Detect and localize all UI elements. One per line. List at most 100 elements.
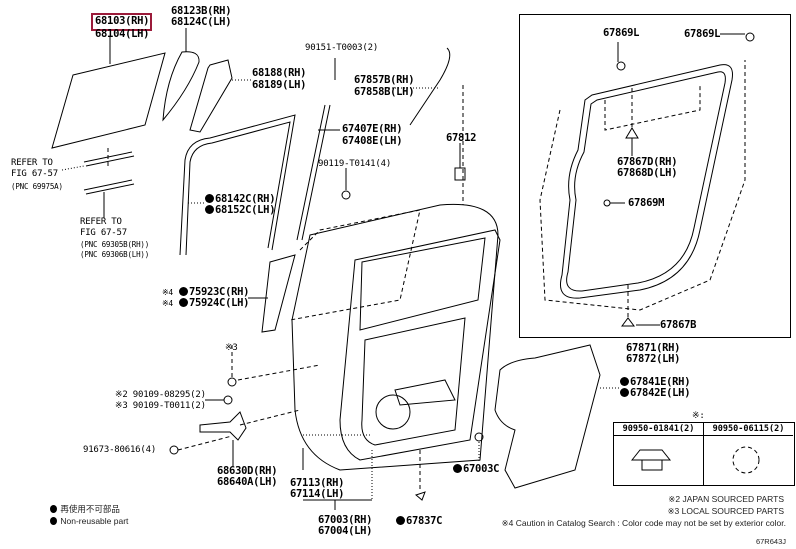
non-reusable-icon <box>620 388 629 397</box>
part-label-68124[interactable]: 68124C(LH) <box>171 16 232 28</box>
refer-to-pnc: (PNC 69306B(LH)) <box>80 250 150 259</box>
part-label-75924[interactable]: ※4 75924C(LH) <box>162 297 250 309</box>
part-label-68152[interactable]: 68152C(LH) <box>205 205 276 216</box>
part-label-91673[interactable]: 91673-80616(4) <box>83 445 157 455</box>
legend-en: Non-reusable part <box>50 516 128 527</box>
door-trim-inner <box>361 317 466 446</box>
door-outer-panel <box>289 209 421 321</box>
part-label-68630[interactable]: 68630D(RH) <box>217 465 278 477</box>
door-garnish <box>261 254 296 333</box>
refer-to-figure-link[interactable]: FIG 67-57 <box>80 228 127 238</box>
screw-icon <box>341 190 351 200</box>
door-weatherstrip <box>560 64 733 299</box>
non-reusable-icon <box>50 517 57 525</box>
part-label-67842[interactable]: 67842E(LH) <box>620 388 691 399</box>
non-reusable-icon <box>50 505 57 513</box>
refer-to-figure-link[interactable]: FIG 67-57 <box>11 169 58 179</box>
fastener-table-mark: ※: <box>692 411 705 421</box>
part-label-90151[interactable]: 90151-T0003(2) <box>305 43 379 53</box>
part-label-68123[interactable]: 68123B(RH) <box>171 5 232 17</box>
part-label-67003c[interactable]: 67003C <box>453 464 499 475</box>
clip-icon <box>621 317 635 327</box>
fastener-table: 90950-01841(2) 90950-06115(2) <box>613 422 795 486</box>
bolt-icon <box>223 395 233 405</box>
door-shell <box>291 203 499 471</box>
service-hole-cover <box>494 344 601 489</box>
non-reusable-icon <box>178 298 188 307</box>
part-label-67408[interactable]: 67408E(LH) <box>342 135 403 147</box>
quarter-weatherstrip <box>189 59 233 133</box>
part-label-67407[interactable]: 67407E(RH) <box>342 123 403 135</box>
part-label-68640[interactable]: 68640A(LH) <box>217 476 278 488</box>
fastener-plug-drawing <box>732 446 760 474</box>
door-window-opening <box>359 237 486 331</box>
door-inner-frame <box>339 229 501 461</box>
table-divider <box>703 435 704 485</box>
legend-jp: 再使用不可部品 <box>50 504 120 515</box>
glass-run-channel <box>179 114 296 256</box>
door-strip <box>409 47 451 126</box>
part-label-67872[interactable]: 67872(LH) <box>626 353 681 365</box>
part-label-90119[interactable]: 90119-T0141(4) <box>318 159 392 169</box>
fastener-clip-drawing <box>630 449 672 471</box>
door-check <box>199 411 247 441</box>
part-label-75923[interactable]: ※4 75923C(RH) <box>162 286 250 298</box>
refer-to-pnc: (PNC 69305B(RH)) <box>80 240 150 249</box>
part-label-68104[interactable]: 68104(LH) <box>95 28 150 40</box>
highlight-box <box>91 13 152 31</box>
part-label-68142[interactable]: 68142C(RH) <box>205 194 276 205</box>
part-label-67867d[interactable]: 67867D(RH) <box>617 156 678 168</box>
part-label-67113[interactable]: 67113(RH) <box>290 477 345 489</box>
clip-icon <box>616 61 626 71</box>
part-label-68188[interactable]: 68188(RH) <box>252 67 307 79</box>
refer-to-label: REFER TO <box>80 217 122 227</box>
non-reusable-icon <box>453 464 462 473</box>
non-reusable-icon <box>178 287 188 296</box>
part-label-68189[interactable]: 68189(LH) <box>252 79 307 91</box>
part-label-67869l[interactable]: 67869L <box>603 27 640 39</box>
part-label-90109-08295[interactable]: ※2 90109-08295(2) <box>115 390 206 400</box>
part-label-67812[interactable]: 67812 <box>446 132 477 144</box>
source-mark: ※3 <box>225 343 238 353</box>
bolt-icon <box>169 445 179 455</box>
refer-to-pnc: (PNC 69975A) <box>11 182 63 191</box>
non-reusable-icon <box>205 194 214 203</box>
part-label-67841[interactable]: 67841E(RH) <box>620 377 691 388</box>
clip-icon <box>474 432 484 442</box>
clip-icon <box>603 199 611 207</box>
door-glass <box>51 52 166 149</box>
belt-moulding-inner <box>83 179 135 195</box>
weatherstrip-inset-box <box>519 14 791 338</box>
non-reusable-icon <box>396 516 405 525</box>
part-label-67114[interactable]: 67114(LH) <box>290 488 345 500</box>
non-reusable-icon <box>620 377 629 386</box>
note-local-sourced: ※3 LOCAL SOURCED PARTS <box>667 506 784 516</box>
part-label-67858[interactable]: 67858B(LH) <box>354 86 415 98</box>
clip-icon <box>745 32 755 42</box>
part-label-90109-T0011[interactable]: ※3 90109-T0011(2) <box>115 401 206 411</box>
part-label-67868d[interactable]: 67868D(LH) <box>617 167 678 179</box>
part-label-67869l[interactable]: 67869L <box>684 28 721 40</box>
note-color-caution: ※4 Caution in Catalog Search : Color cod… <box>501 518 786 528</box>
figure-code: 67R643J <box>755 537 786 546</box>
part-label-67871[interactable]: 67871(RH) <box>626 342 681 354</box>
refer-to-label: REFER TO <box>11 158 53 168</box>
fastener-part-90950-06115[interactable]: 90950-06115(2) <box>704 423 793 436</box>
quarter-glass <box>162 51 200 122</box>
clip-icon <box>414 491 426 501</box>
armrest <box>394 379 456 406</box>
part-label-67004[interactable]: 67004(LH) <box>318 525 373 537</box>
fastener-part-90950-01841[interactable]: 90950-01841(2) <box>614 423 704 436</box>
belt-moulding-outer <box>83 151 135 167</box>
non-reusable-icon <box>205 205 214 214</box>
part-label-67837c[interactable]: 67837C <box>396 516 442 527</box>
part-label-67867b[interactable]: 67867B <box>660 319 697 331</box>
part-label-68103[interactable]: 68103(RH) <box>95 15 150 27</box>
part-label-67003[interactable]: 67003(RH) <box>318 514 373 526</box>
part-label-67857[interactable]: 67857B(RH) <box>354 74 415 86</box>
division-bar <box>296 104 331 241</box>
bolt-icon <box>227 377 237 387</box>
part-label-67869m[interactable]: 67869M <box>628 197 665 209</box>
speaker-opening <box>375 394 411 430</box>
